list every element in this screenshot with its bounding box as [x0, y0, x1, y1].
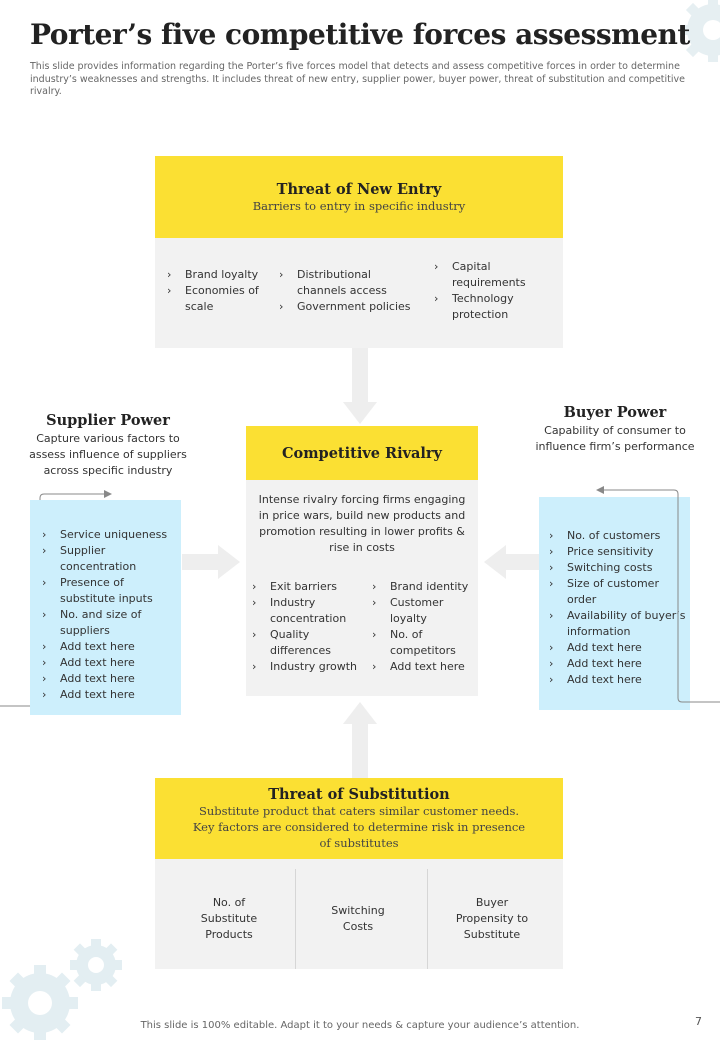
list-item: Brand identity — [370, 579, 476, 595]
substitution-title: Threat of Substitution — [268, 786, 450, 803]
list-item: Distributional channels access — [277, 267, 417, 299]
supplier-description: Capture various factors to assess influe… — [29, 432, 187, 477]
buyer-box: No. of customers Price sensitivity Switc… — [539, 497, 690, 710]
supplier-list: Service uniqueness Supplier concentratio… — [40, 527, 178, 703]
list-item: Add text here — [40, 687, 178, 703]
list-item: Industry growth — [250, 659, 366, 675]
list-item: Size of customer order — [547, 576, 687, 608]
rivalry-description: Intense rivalry forcing firms engaging i… — [258, 493, 466, 554]
substitution-body — [155, 859, 563, 969]
new-entry-subtitle: Barriers to entry in specific industry — [252, 199, 466, 213]
list-item: Customer loyalty — [370, 595, 476, 627]
list-item: Add text here — [40, 655, 178, 671]
substitution-cell-3: Buyer Propensity to Substitute — [455, 896, 529, 941]
substitution-cell-1: No. of Substitute Products — [200, 896, 258, 941]
list-item: Switching costs — [547, 560, 687, 576]
list-item: Availability of buyer’s information — [547, 608, 687, 640]
rivalry-list-2: Brand identity Customer loyalty No. of c… — [370, 579, 476, 675]
substitution-header: Threat of Substitution Substitute produc… — [155, 778, 563, 859]
connector-line — [596, 486, 720, 703]
list-item: Exit barriers — [250, 579, 366, 595]
supplier-title: Supplier Power — [46, 412, 170, 429]
list-item: No. of customers — [547, 528, 687, 544]
list-item: Quality differences — [250, 627, 366, 659]
list-item: Price sensitivity — [547, 544, 687, 560]
list-item: Technology protection — [432, 291, 542, 323]
new-entry-header: Threat of New Entry Barriers to entry in… — [155, 156, 563, 238]
arrow-right-icon — [182, 545, 240, 579]
rivalry-body: Intense rivalry forcing firms engaging i… — [246, 480, 478, 696]
list-item: Government policies — [277, 299, 417, 315]
list-item: Add text here — [547, 640, 687, 656]
substitution-cell-2: Switching Costs — [331, 904, 385, 933]
new-entry-list-2: Distributional channels access Governmen… — [277, 267, 417, 315]
gear-icon — [2, 939, 122, 1040]
list-item: Add text here — [547, 672, 687, 688]
arrow-up-icon — [343, 702, 377, 778]
list-item: Presence of substitute inputs — [40, 575, 178, 607]
list-item: Supplier concentration — [40, 543, 178, 575]
divider — [295, 869, 296, 969]
gear-icon — [681, 0, 720, 62]
page-title: Porter’s five competitive forces assessm… — [30, 18, 690, 51]
page-number: 7 — [695, 1015, 702, 1028]
list-item: Add text here — [40, 639, 178, 655]
buyer-list: No. of customers Price sensitivity Switc… — [547, 528, 687, 688]
buyer-title: Buyer Power — [563, 404, 667, 421]
list-item: Economies of scale — [165, 283, 265, 315]
list-item: Add text here — [547, 656, 687, 672]
new-entry-list-3: Capital requirements Technology protecti… — [432, 259, 542, 323]
arrow-down-icon — [343, 348, 377, 424]
rivalry-list-1: Exit barriers Industry concentration Qua… — [250, 579, 366, 675]
page-description: This slide provides information regardin… — [30, 61, 685, 97]
new-entry-title: Threat of New Entry — [276, 181, 442, 198]
supplier-box: Service uniqueness Supplier concentratio… — [30, 500, 181, 715]
divider — [427, 869, 428, 969]
list-item: Add text here — [40, 671, 178, 687]
list-item: No. of competitors — [370, 627, 476, 659]
buyer-description: Capability of consumer to influence firm… — [535, 424, 695, 453]
substitution-subtitle: Substitute product that caters similar c… — [192, 804, 526, 850]
list-item: Industry concentration — [250, 595, 366, 627]
new-entry-list-1: Brand loyalty Economies of scale — [165, 267, 265, 315]
list-item: Brand loyalty — [165, 267, 265, 283]
arrow-left-icon — [484, 545, 540, 579]
rivalry-header: Competitive Rivalry — [246, 426, 478, 480]
list-item: Service uniqueness — [40, 527, 178, 543]
rivalry-title: Competitive Rivalry — [282, 444, 442, 462]
footer-note: This slide is 100% editable. Adapt it to… — [140, 1020, 580, 1031]
list-item: Add text here — [370, 659, 476, 675]
list-item: Capital requirements — [432, 259, 542, 291]
new-entry-body: Brand loyalty Economies of scale Distrib… — [155, 238, 563, 348]
list-item: No. and size of suppliers — [40, 607, 178, 639]
